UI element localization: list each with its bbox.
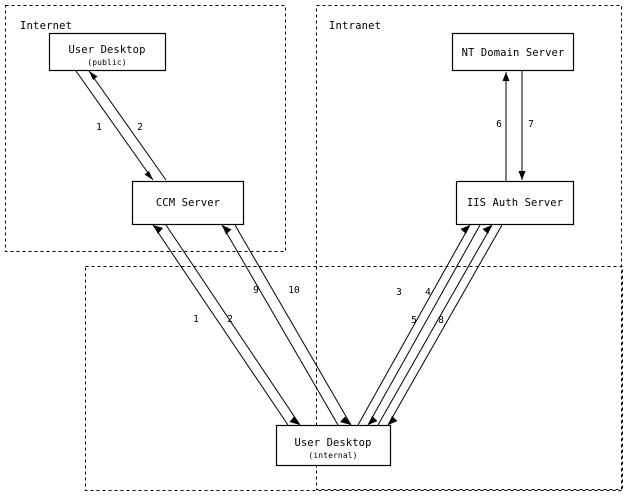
node-label-iis-auth-server: IIS Auth Server [467, 197, 563, 209]
step-label-flow-3: 3 [396, 287, 402, 298]
node-iis-auth-server[interactable]: IIS Auth Server [455, 180, 575, 226]
node-nt-domain-server[interactable]: NT Domain Server [451, 32, 575, 72]
node-label-nt-domain-server: NT Domain Server [462, 47, 565, 59]
zone-label-internet: Internet [20, 20, 72, 32]
zone-internet-border [5, 5, 286, 252]
step-label-public-2: 2 [137, 122, 143, 133]
zone-label-intranet: Intranet [329, 20, 381, 32]
flow-line-public-2 [88, 70, 167, 181]
flow-arrowhead-flow-8 [388, 416, 398, 425]
step-label-flow-5: 5 [411, 315, 417, 326]
flow-line-internal-1 [165, 224, 301, 426]
step-label-public-1: 1 [96, 122, 102, 133]
flow-line-flow-5 [377, 224, 493, 426]
node-sublabel-user-desktop-internal: (internal) [308, 451, 357, 460]
flow-arrowhead-internal-2 [153, 225, 163, 234]
step-label-flow-7: 7 [528, 119, 534, 130]
flow-arrowhead-flow-3 [460, 225, 470, 234]
node-label-user-desktop-public: User Desktop [68, 44, 145, 56]
flow-arrowhead-flow-6 [502, 72, 510, 81]
node-box-user-desktop-public[interactable] [48, 32, 167, 72]
flow-arrowhead-flow-4 [368, 416, 378, 425]
flow-arrowhead-public-1 [144, 171, 153, 180]
node-box-ccm-server[interactable] [131, 180, 245, 226]
flow-line-flow-10 [234, 224, 352, 426]
node-sublabel-user-desktop-public: (public) [87, 58, 126, 67]
flow-line-internal-2 [152, 224, 289, 426]
step-label-flow-10: 10 [288, 285, 300, 296]
flow-line-flow-8 [387, 224, 503, 426]
node-user-desktop-internal[interactable]: User Desktop (internal) [275, 424, 392, 467]
flow-arrowhead-public-2 [89, 71, 98, 80]
node-label-user-desktop-internal: User Desktop [294, 437, 371, 449]
node-box-iis-auth-server[interactable] [455, 180, 575, 226]
node-ccm-server[interactable]: CCM Server [131, 180, 245, 226]
node-box-user-desktop-internal[interactable] [275, 424, 392, 467]
step-label-flow-8: 8 [438, 315, 444, 326]
step-label-flow-4: 4 [425, 287, 431, 298]
step-label-flow-6: 6 [496, 119, 502, 130]
node-label-ccm-server: CCM Server [156, 197, 220, 209]
flow-arrowhead-internal-1 [289, 416, 300, 425]
step-label-internal-2: 2 [227, 314, 233, 325]
node-user-desktop-public[interactable]: User Desktop (public) [48, 32, 167, 72]
flow-arrowhead-flow-10 [340, 416, 351, 425]
node-box-nt-domain-server[interactable] [451, 32, 575, 72]
step-label-flow-9: 9 [253, 285, 259, 296]
zone-intranet-border [316, 5, 622, 490]
flow-arrowhead-flow-5 [482, 225, 492, 234]
flow-line-flow-9 [221, 224, 339, 426]
step-label-internal-1: 1 [193, 314, 199, 325]
zone-internal-border [85, 266, 623, 491]
flow-arrowhead-flow-7 [518, 171, 526, 180]
flow-line-flow-3 [357, 224, 471, 426]
flow-arrowhead-flow-9 [222, 225, 232, 235]
flow-line-flow-4 [367, 224, 481, 426]
flow-line-public-1 [75, 70, 154, 181]
